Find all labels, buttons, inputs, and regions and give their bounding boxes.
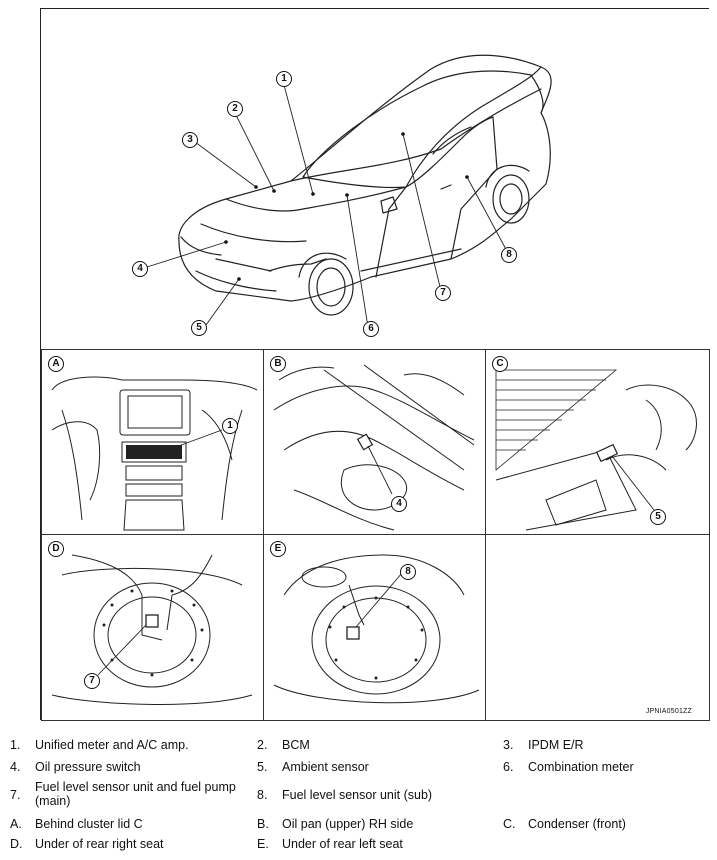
detail-panel-c: C 5 [485,349,710,535]
detail-panel-b: B 4 [263,349,486,535]
callout-6: 6 [363,321,379,337]
dashboard-illustration [51,376,258,531]
vehicle-overview-panel: 1 2 3 4 5 6 7 8 [41,9,710,349]
empty-panel [485,534,710,721]
callout-8-detail: 8 [400,564,416,580]
detail-panel-d: D 7 [41,534,264,721]
component-location-diagram: 1 2 3 4 5 6 7 8 [40,8,710,721]
callout-4: 4 [132,261,148,277]
panel-label-d: D [48,541,64,557]
callout-1-detail: 1 [222,418,238,434]
figure-id: JPNIA0501ZZ [645,708,692,715]
vehicle-illustration [146,54,552,328]
callout-5: 5 [191,320,207,336]
callout-5-detail: 5 [650,509,666,525]
panel-label-c: C [492,356,508,372]
callout-7-detail: 7 [84,673,100,689]
callout-3: 3 [182,132,198,148]
fuel-sensor-sub-illustration [273,554,480,704]
callout-7: 7 [435,285,451,301]
panel-label-b: B [270,356,286,372]
fuel-pump-main-illustration [51,554,253,705]
callout-1: 1 [276,71,292,87]
detail-panel-a: A 1 [41,349,264,535]
callout-8: 8 [501,247,517,263]
callout-4-detail: 4 [391,496,407,512]
callout-2: 2 [227,101,243,117]
panel-label-e: E [270,541,286,557]
oil-pan-illustration [273,364,475,531]
detail-panel-e: E 8 [263,534,486,721]
condenser-illustration [495,369,697,531]
panel-label-a: A [48,356,64,372]
